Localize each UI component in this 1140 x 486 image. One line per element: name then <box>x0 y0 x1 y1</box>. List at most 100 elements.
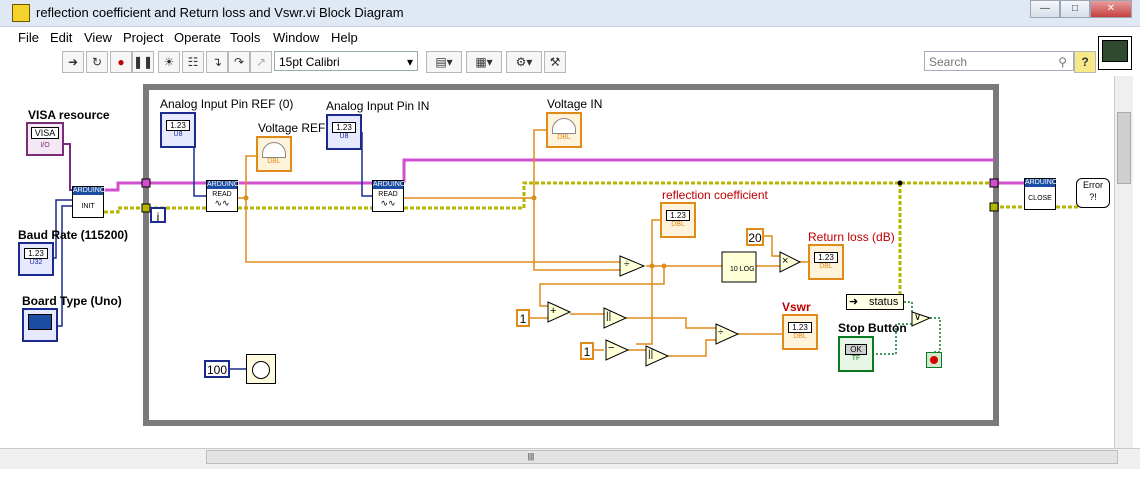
visa-wire-1 <box>104 181 206 192</box>
clock-icon <box>252 361 270 379</box>
ai-in-control[interactable]: 1.23 U8 <box>326 114 362 150</box>
font-select[interactable]: 15pt Calibri ▾ <box>274 51 418 71</box>
highlight-execution-icon[interactable]: ☀ <box>158 51 180 73</box>
minimize-button[interactable]: — <box>1030 0 1060 18</box>
run-continuously-icon[interactable]: ↻ <box>86 51 108 73</box>
maximize-button[interactable]: □ <box>1060 0 1090 18</box>
distribute-objects-icon[interactable]: ▦▾ <box>466 51 502 73</box>
subtract-glyph: − <box>608 342 615 354</box>
menu-file[interactable]: File <box>18 30 39 45</box>
vswr-indicator[interactable]: 1.23 DBL <box>782 314 818 350</box>
loop-condition-terminal[interactable] <box>926 352 942 368</box>
menu-window[interactable]: Window <box>273 30 320 45</box>
wait-ms-node[interactable] <box>246 354 276 384</box>
c20-wire <box>764 235 780 257</box>
arduino-read-vi-2[interactable]: ARDUINO READ ∿∿ <box>372 180 406 212</box>
visa-resource-label: VISA resource <box>28 108 110 122</box>
gauge-icon <box>262 142 286 158</box>
or-node <box>911 311 932 327</box>
context-help-icon[interactable]: ? <box>1074 51 1096 73</box>
run-arrow-icon[interactable]: ➜ <box>62 51 84 73</box>
baud-rate-control[interactable]: 1.23 U32 <box>18 242 54 276</box>
voltage-in-type: DBL <box>557 134 571 141</box>
menu-view[interactable]: View <box>84 30 112 45</box>
step-out-icon[interactable]: ↗ <box>250 51 272 73</box>
reflection-coefficient-indicator[interactable]: 1.23 DBL <box>660 202 696 238</box>
log-glyph: 10 LOG <box>730 266 755 273</box>
signal-wave-icon: ∿∿ <box>214 198 230 208</box>
menu-operate[interactable]: Operate <box>174 30 221 45</box>
add-glyph: + <box>550 305 557 317</box>
gamma-to-indicator-wire <box>651 219 660 266</box>
constant-100[interactable]: 100 <box>204 360 230 378</box>
vertical-scrollbar[interactable] <box>1114 76 1133 448</box>
visa-resource-control[interactable]: VISA I/O <box>26 122 64 156</box>
chevron-down-icon: ▾ <box>406 55 413 69</box>
simple-error-handler[interactable]: Error ?! <box>1076 178 1110 208</box>
pin-ref-wire <box>193 132 206 197</box>
multiply-glyph: × <box>782 255 789 267</box>
abs-node-1 <box>603 307 628 329</box>
arduino-close-vi[interactable]: ARDUINO CLOSE <box>1024 178 1057 210</box>
arduino-read-vi-1[interactable]: ARDUINO READ ∿∿ <box>206 180 239 212</box>
voltage-ref-gauge[interactable]: DBL <box>256 136 292 172</box>
arduino-read-text-1: READ <box>212 191 232 198</box>
align-objects-icon[interactable]: ▤▾ <box>426 51 462 73</box>
constant-1-add[interactable]: 1 <box>516 309 530 327</box>
error-tunnel-right <box>989 202 999 212</box>
baud-rate-label: Baud Rate (115200) <box>18 228 129 242</box>
voltage-in-label: Voltage IN <box>547 97 603 111</box>
close-window-button[interactable]: ✕ <box>1090 0 1132 18</box>
arduino-read-header-2: ARDUINO <box>373 181 406 189</box>
constant-1-subtract[interactable]: 1 <box>580 342 594 360</box>
warning-icon: ?! <box>1089 192 1097 202</box>
vswr-label: Vswr <box>782 300 811 314</box>
abs-to-div-wire <box>626 317 716 329</box>
pause-icon[interactable]: ❚❚ <box>132 51 154 73</box>
menu-help[interactable]: Help <box>331 30 358 45</box>
arduino-init-vi[interactable]: ARDUINO INIT <box>72 186 105 218</box>
reorder-icon[interactable]: ⚙▾ <box>506 51 542 73</box>
retain-wire-values-icon[interactable]: ☷ <box>182 51 204 73</box>
divide-glyph: ÷ <box>624 259 630 270</box>
search-input[interactable]: Search ⚲ <box>924 51 1074 71</box>
baud-rate-value: 1.23 <box>24 248 48 259</box>
constant-20[interactable]: 20 <box>746 228 764 246</box>
gamma-to-sub-wire <box>636 266 653 345</box>
step-into-icon[interactable]: ↴ <box>206 51 228 73</box>
board-type-control[interactable] <box>22 308 58 342</box>
ai-in-type: U8 <box>339 133 349 140</box>
search-placeholder: Search <box>929 55 968 69</box>
board-wire <box>58 205 74 327</box>
ai-ref-control[interactable]: 1.23 U8 <box>160 112 196 148</box>
vi-icon[interactable] <box>1098 36 1132 70</box>
menu-tools[interactable]: Tools <box>230 30 261 45</box>
horizontal-scrollbar[interactable]: ||| <box>206 450 1118 464</box>
search-icon: ⚲ <box>1058 55 1067 69</box>
voltage-in-gauge[interactable]: DBL <box>546 112 582 148</box>
window-title: reflection coefficient and Return loss a… <box>36 5 404 20</box>
abort-icon[interactable]: ● <box>110 51 132 73</box>
labview-app-icon <box>12 4 30 22</box>
status-unbundle[interactable]: ➜ status <box>846 294 904 310</box>
visa-tunnel-right <box>989 178 999 188</box>
stop-button-control[interactable]: OK TF <box>838 336 874 372</box>
arduino-read-text-2: READ <box>378 191 398 198</box>
vref-to-divide-wire <box>245 198 620 263</box>
voltage-ref-label: Voltage REF <box>258 121 326 135</box>
step-over-icon[interactable]: ↷ <box>228 51 250 73</box>
vertical-scroll-thumb[interactable] <box>1117 112 1131 184</box>
add-node <box>547 301 572 323</box>
divide-node <box>619 255 646 277</box>
stop-wire <box>876 323 912 355</box>
scroll-grip-icon: ||| <box>527 452 535 461</box>
return-loss-indicator[interactable]: 1.23 DBL <box>808 244 844 280</box>
or-glyph: ∨ <box>914 312 922 323</box>
board-type-label: Board Type (Uno) <box>22 294 122 308</box>
menu-edit[interactable]: Edit <box>50 30 73 45</box>
pin-in-wire <box>361 132 372 197</box>
ai-in-value: 1.23 <box>332 122 356 133</box>
iteration-terminal[interactable]: i <box>150 207 166 224</box>
menu-project[interactable]: Project <box>123 30 164 45</box>
clean-up-diagram-icon[interactable]: ⚒ <box>544 51 566 73</box>
